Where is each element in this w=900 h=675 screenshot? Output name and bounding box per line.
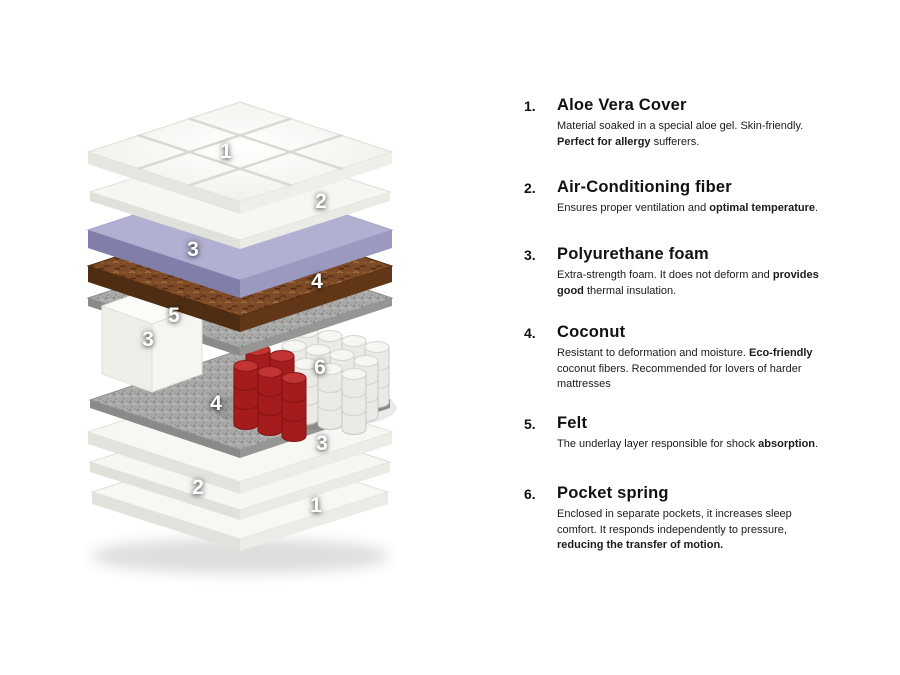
legend-item-description: Ensures proper ventilation and optimal t… bbox=[557, 202, 819, 214]
pocket-springs-graphic bbox=[233, 326, 390, 442]
layer-aloe-vera-cover-graphic bbox=[86, 101, 394, 214]
legend-item-title: Coconut bbox=[557, 323, 626, 341]
foam-block-graphic bbox=[100, 287, 204, 393]
floor-shadow bbox=[90, 538, 390, 574]
legend-item-title: Felt bbox=[557, 414, 588, 432]
legend-item-air-conditioning-fiber: 2. Air-Conditioning fiber Ensures proper… bbox=[524, 178, 834, 217]
legend-item-title: Air-Conditioning fiber bbox=[557, 178, 732, 196]
legend-item-title: Polyurethane foam bbox=[557, 245, 709, 263]
legend-item-description: Resistant to deformation and moisture. E… bbox=[557, 347, 813, 391]
legend-item-description: Enclosed in separate pockets, it increas… bbox=[557, 508, 792, 552]
legend-item-number: 5. bbox=[524, 416, 536, 432]
legend-item-number: 6. bbox=[524, 486, 536, 502]
legend-item-description: Material soaked in a special aloe gel. S… bbox=[557, 120, 804, 148]
legend-item-number: 4. bbox=[524, 325, 536, 341]
mattress-diagram: 1 2 3 4 5 3 6 4 3 2 1 bbox=[86, 101, 397, 574]
legend-item-number: 3. bbox=[524, 247, 536, 263]
mattress-exploded-view-graphic bbox=[86, 101, 397, 574]
legend-item-title: Aloe Vera Cover bbox=[557, 96, 687, 114]
legend-item-description: Extra-strength foam. It does not deform … bbox=[557, 269, 819, 297]
legend-item-description: The underlay layer responsible for shock… bbox=[557, 438, 819, 450]
legend-item-polyurethane-foam: 3. Polyurethane foam Extra-strength foam… bbox=[524, 245, 834, 299]
legend-item-title: Pocket spring bbox=[557, 484, 669, 502]
legend-item-felt: 5. Felt The underlay layer responsible f… bbox=[524, 414, 834, 453]
legend-item-aloe-vera-cover: 1. Aloe Vera Cover Material soaked in a … bbox=[524, 96, 834, 150]
legend-item-coconut: 4. Coconut Resistant to deformation and … bbox=[524, 323, 834, 393]
legend-item-number: 2. bbox=[524, 180, 536, 196]
legend-item-number: 1. bbox=[524, 98, 536, 114]
legend-item-pocket-spring: 6. Pocket spring Enclosed in separate po… bbox=[524, 484, 834, 554]
